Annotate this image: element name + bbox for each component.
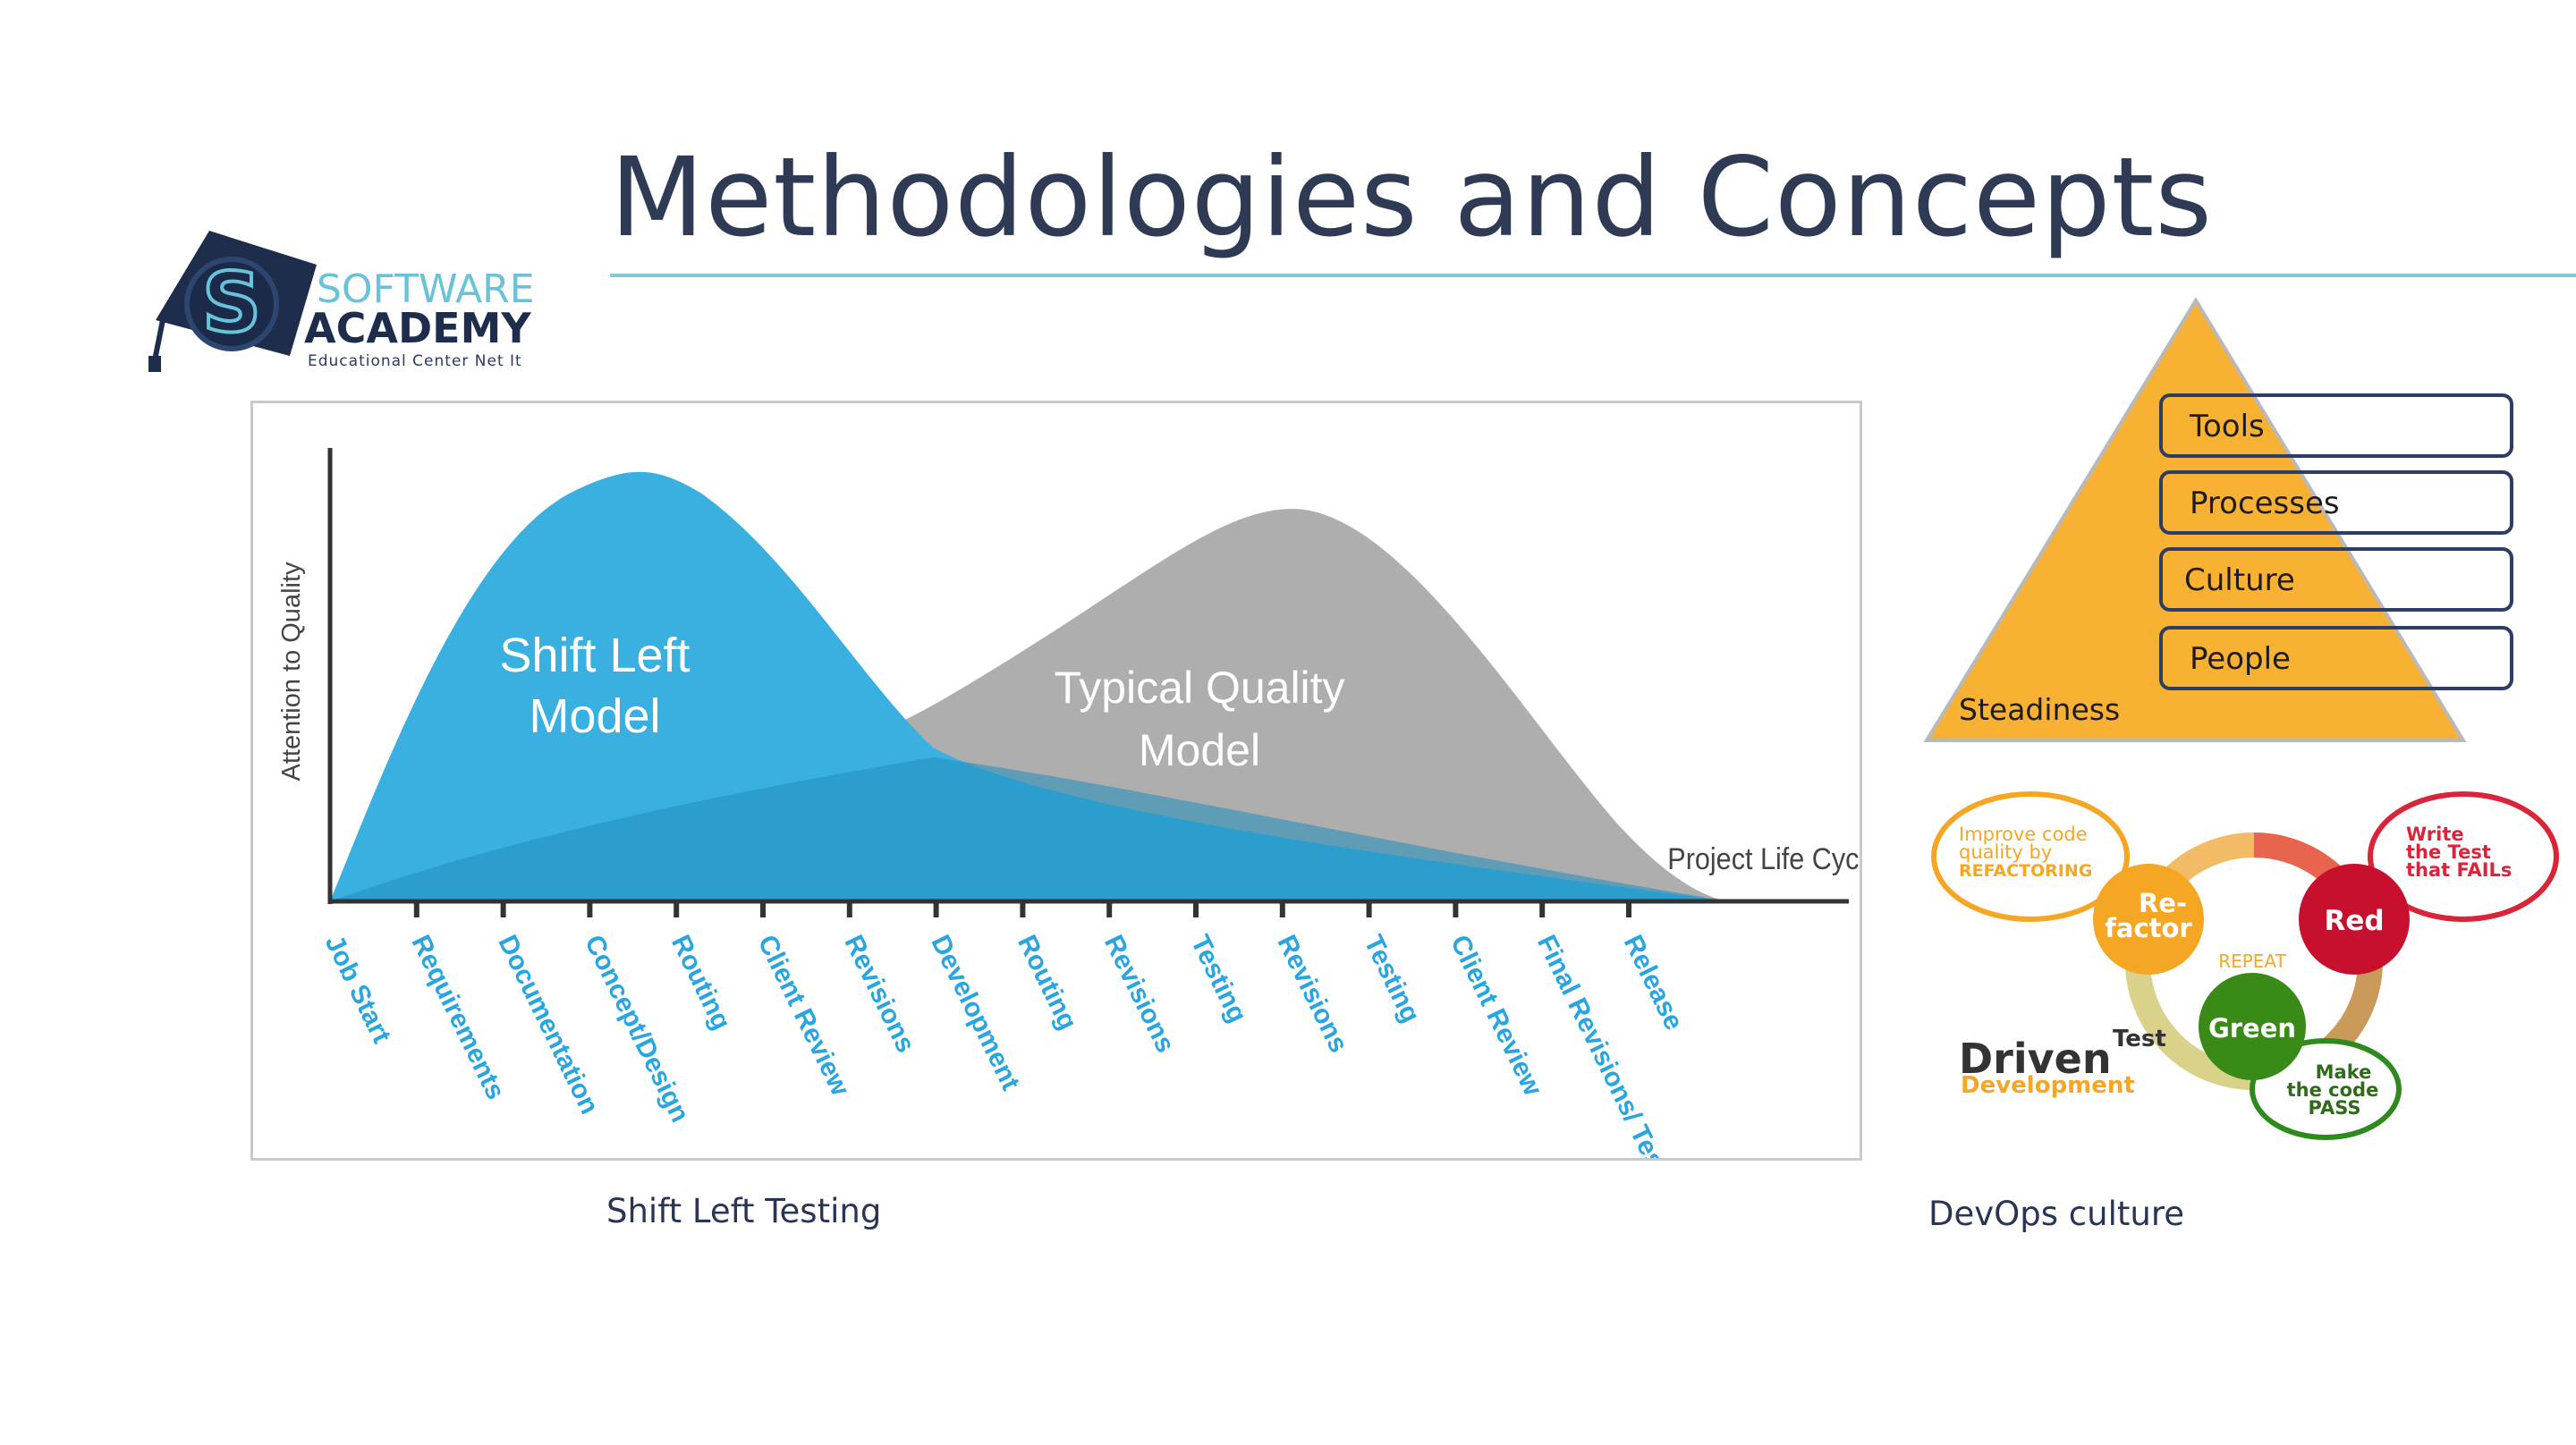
phase-label: Client Review (752, 931, 855, 1101)
shift-left-label: Shift Left (499, 629, 690, 682)
refactor-bubble-line1: Improve code (1959, 824, 2088, 845)
green-bubble-line1: Make (2316, 1061, 2372, 1083)
phase-label: Routing (1012, 931, 1082, 1035)
phase-label: Final Revisions/ Testing (1531, 931, 1691, 1158)
x-axis-label: Project Life Cycle (1667, 842, 1860, 876)
logo-line-2: ACADEMY (304, 304, 531, 352)
shift-left-caption: Shift Left Testing (606, 1192, 882, 1230)
phase-label: Client Review (1445, 931, 1547, 1101)
phase-label: Revisions (1272, 931, 1354, 1058)
pyramid-layer-people: People (2159, 626, 2513, 690)
slide-title: Methodologies and Concepts (610, 134, 2213, 261)
x-ticks (413, 900, 1631, 917)
typical-quality-label: Typical Quality (1054, 663, 1344, 713)
phase-label: Development (925, 931, 1025, 1095)
devops-caption: DevOps culture (1928, 1195, 2184, 1233)
refactor-label-2: factor (2105, 913, 2192, 943)
red-label: Red (2324, 905, 2384, 937)
green-label: Green (2208, 1013, 2296, 1044)
green-bubble-line3: PASS (2308, 1097, 2360, 1119)
pyramid-layer-culture: Culture (2159, 547, 2513, 612)
tdd-title-small: Test (2113, 1026, 2166, 1052)
svg-text:S: S (202, 255, 261, 351)
shift-left-curve (330, 471, 1729, 901)
pyramid-shape (1923, 297, 2467, 742)
overlap-band (330, 757, 1729, 901)
refactor-label-1: Re- (2139, 888, 2187, 918)
phase-label: Job Start (319, 931, 397, 1048)
phase-label: Revisions (839, 931, 921, 1058)
phase-label: Routing (665, 931, 736, 1035)
logo-line-3: Educational Center Net It (308, 352, 522, 370)
repeat-label: REPEAT (2218, 951, 2286, 972)
pyramid-layer-tools: Tools (2159, 393, 2513, 458)
graduation-cap-s-icon: S (148, 231, 317, 372)
phase-label: Testing (1185, 931, 1252, 1027)
phase-label: Testing (1358, 931, 1425, 1027)
refactor-bubble-line2: quality by (1959, 841, 2052, 863)
shift-left-diagram: Attention to Quality Project Life Cycle … (250, 401, 1880, 1218)
phase-label: Revisions (1098, 931, 1181, 1058)
pyramid-base-label: Steadiness (1959, 692, 2121, 727)
shift-left-model-label: Model (529, 689, 660, 743)
tdd-cycle-diagram: Improve code quality by REFACTORING Re- … (1923, 787, 2567, 1145)
tdd-title-sub: Development (1961, 1072, 2135, 1099)
y-axis-label: Attention to Quality (277, 562, 306, 782)
refactor-bubble-line3: REFACTORING (1959, 861, 2092, 881)
tdd-title-big: Driven (1959, 1035, 2112, 1083)
phase-label: Release (1618, 931, 1689, 1035)
logo-line-1: SOFTWARE (317, 266, 535, 312)
phase-label: Requirements (406, 931, 511, 1104)
green-bubble-line2: the code (2287, 1079, 2379, 1101)
pyramid-layer-processes: Processes (2159, 470, 2513, 535)
red-bubble-line3: that FAILs (2406, 859, 2512, 881)
red-bubble-line1: Write (2406, 824, 2464, 845)
typical-quality-model-label: Model (1139, 725, 1260, 775)
tdd-svg: Improve code quality by REFACTORING Re- … (1931, 791, 2559, 1140)
red-bubble-line2: the Test (2406, 841, 2491, 863)
title-underline (610, 274, 2576, 277)
software-academy-logo: S SOFTWARE ACADEMY Educational Center Ne… (147, 231, 576, 374)
devops-pyramid: Tools Processes Culture People Steadines… (1923, 295, 2531, 742)
shift-left-svg: Attention to Quality Project Life Cycle … (277, 448, 1880, 1218)
